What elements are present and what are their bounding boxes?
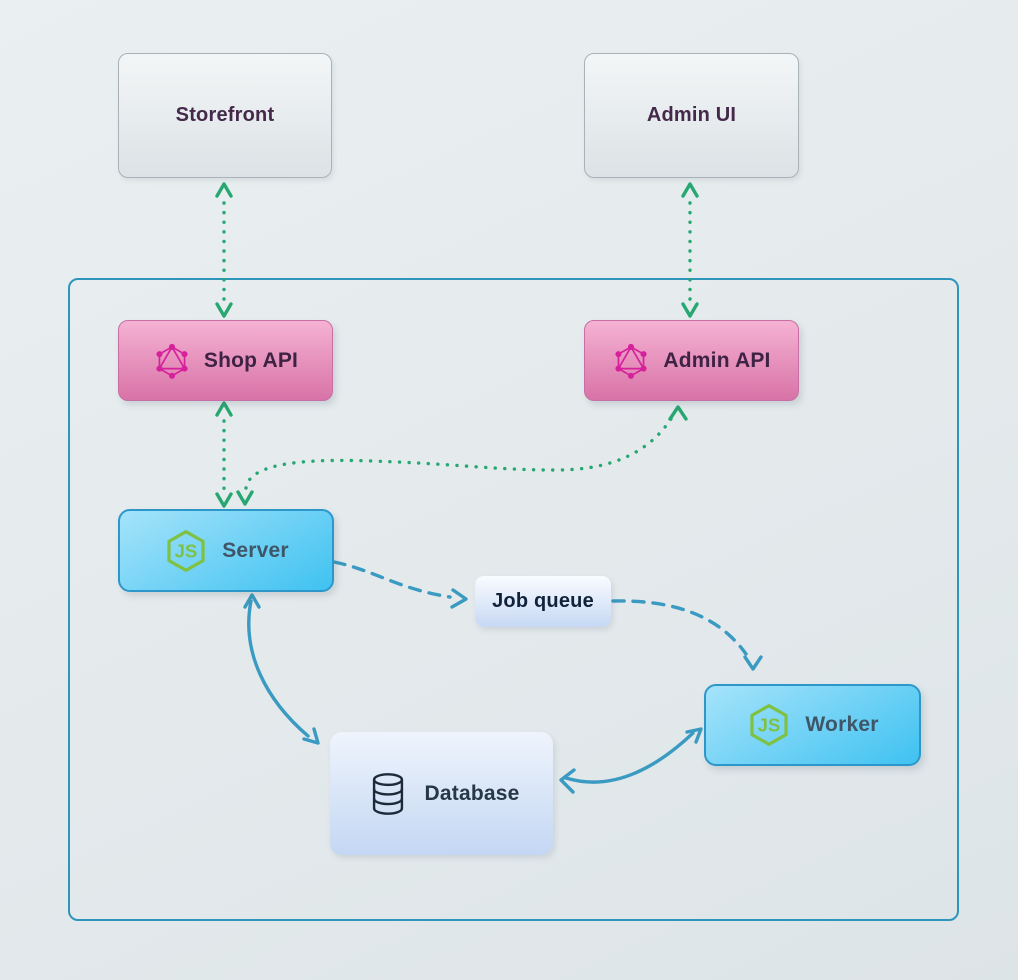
node-shop-api: Shop API: [118, 320, 333, 401]
graphql-icon: [612, 342, 650, 380]
node-label: Shop API: [203, 348, 299, 372]
node-admin-api: Admin API: [584, 320, 799, 401]
node-label: Job queue: [492, 590, 594, 612]
node-label: Server: [222, 538, 289, 562]
database-icon: [364, 770, 412, 818]
node-job-queue: Job queue: [475, 576, 611, 627]
graphql-icon: [153, 342, 191, 380]
node-database: Database: [330, 732, 553, 855]
node-server: JS Server: [118, 509, 334, 592]
svg-text:JS: JS: [758, 714, 781, 735]
node-label: Worker: [805, 713, 879, 736]
node-label: Admin UI: [646, 104, 737, 126]
node-label: Storefront: [175, 104, 275, 126]
nodejs-icon: JS: [746, 702, 792, 748]
node-label: Admin API: [663, 348, 771, 372]
backend-container: [68, 278, 959, 921]
node-admin-ui: Admin UI: [584, 53, 799, 178]
node-worker: JS Worker: [704, 684, 921, 766]
node-storefront: Storefront: [118, 53, 332, 178]
svg-text:JS: JS: [175, 540, 198, 561]
node-label: Database: [424, 781, 520, 805]
nodejs-icon: JS: [163, 528, 209, 574]
